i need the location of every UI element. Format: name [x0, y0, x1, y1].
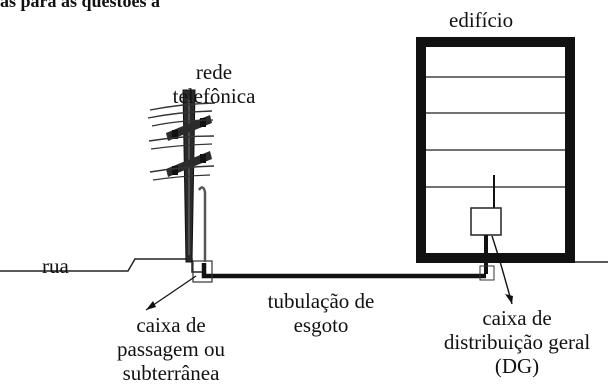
overhead-wire	[149, 102, 216, 111]
telephone-network-label-line1: rede	[195, 60, 233, 84]
insulator	[172, 130, 178, 139]
overhead-wire	[152, 174, 211, 181]
passage-box-label-line2: passagem ou	[117, 337, 225, 361]
overhead-wire	[148, 135, 215, 142]
building-label: edifício	[449, 8, 514, 32]
insulator	[200, 118, 206, 127]
telephone-network-label: rede telefônica	[154, 60, 274, 108]
dg-connection	[484, 235, 488, 274]
insulator	[200, 154, 206, 163]
passage-box-label-line3: subterrânea	[122, 361, 220, 385]
distribution-box-label-line3: (DG)	[494, 354, 540, 378]
sewer-conduit	[201, 263, 486, 279]
telephone-network-label-line2: telefônica	[172, 84, 256, 108]
leader-arrowhead	[146, 301, 156, 310]
overhead-wire	[150, 143, 213, 150]
overhead-wire	[147, 110, 213, 119]
passage-box-label-line1: caixa de	[136, 313, 206, 337]
ground-line	[0, 258, 203, 273]
distribution-box-label-line1: caixa de	[482, 306, 552, 330]
street-label: rua	[42, 254, 69, 278]
conduit-label: tubulação de esgoto	[241, 289, 401, 337]
passage-box-label: caixa de passagem ou subterrânea	[96, 313, 246, 385]
distribution-box	[470, 207, 502, 236]
passage-box	[192, 260, 213, 283]
distribution-box-label-line2: distribuição geral	[443, 330, 591, 354]
overhead-wire	[151, 119, 214, 127]
conduit-label-line1: tubulação de	[267, 289, 375, 313]
insulator	[172, 166, 178, 175]
conduit-label-line2: esgoto	[293, 313, 349, 337]
overhead-wire	[149, 165, 215, 173]
distribution-box-label: caixa de distribuição geral (DG)	[427, 306, 607, 378]
building-entry-box	[479, 265, 495, 281]
pole-cable-down	[197, 186, 207, 262]
leader-arrowhead	[505, 294, 513, 304]
cropped-header-text: as para as questões a	[0, 0, 161, 11]
